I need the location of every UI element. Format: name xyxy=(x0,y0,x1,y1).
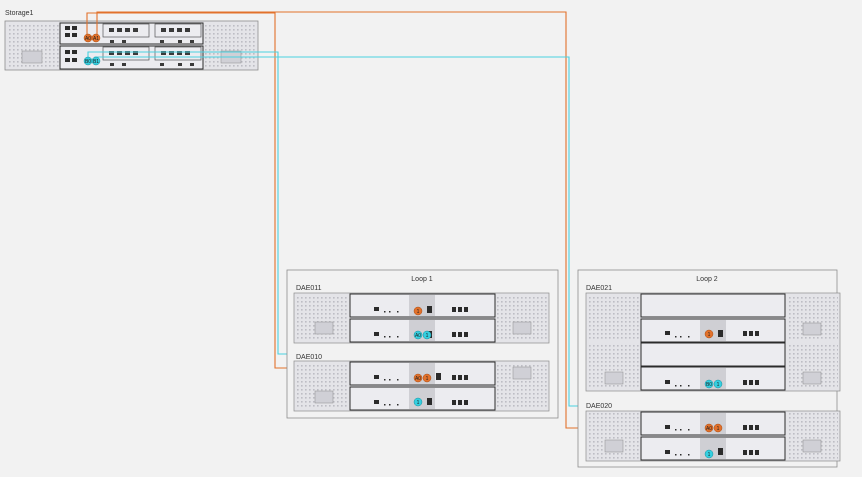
dae010-details xyxy=(374,373,468,406)
dae020-details xyxy=(665,425,759,456)
dae021-port-a1[interactable]: 1 xyxy=(704,329,714,339)
dae010-port-b1[interactable]: 1 xyxy=(413,397,423,407)
dae011-port-a1-label: 1 xyxy=(417,309,420,315)
dae021-psu-right-lower xyxy=(802,371,822,385)
dae020-label: DAE020 xyxy=(586,403,612,410)
storage-port-a1-label: A1 xyxy=(93,36,99,42)
dae020-psu-right xyxy=(802,439,822,453)
dae011-label: DAE011 xyxy=(296,285,322,292)
dae021-enclosure[interactable]: 1 B0 1 xyxy=(585,292,841,392)
dae020-port-b1[interactable]: 1 xyxy=(704,449,714,459)
storage-title: Storage1 xyxy=(5,10,34,17)
dae010-io-a xyxy=(409,363,435,384)
dae021-port-b1[interactable]: 1 xyxy=(713,379,723,389)
dae021-port-a1-label: 1 xyxy=(708,332,711,338)
dae010-port-a0[interactable]: A0 xyxy=(413,373,423,383)
dae020-port-a1[interactable]: 1 xyxy=(713,423,723,433)
dae021-port-b0[interactable]: B0 xyxy=(704,379,714,389)
dae020-port-a1-label: 1 xyxy=(717,426,720,432)
dae011-psu-right xyxy=(512,321,532,335)
storage-port-a1[interactable]: A1 xyxy=(91,33,101,43)
dae010-port-a1-label: 1 xyxy=(426,376,429,382)
dae011-port-b1[interactable]: 1 xyxy=(422,330,432,340)
dae010-port-b1-label: 1 xyxy=(417,400,420,406)
dae021-psu-left xyxy=(604,371,624,385)
dae020-port-a0[interactable]: A0 xyxy=(704,423,714,433)
storage-chassis[interactable] xyxy=(4,20,259,71)
dae021-vent-left-upper xyxy=(588,295,639,341)
dae020-io-a xyxy=(700,413,726,434)
dae011-psu-left xyxy=(314,321,334,335)
dae010-label: DAE010 xyxy=(296,354,322,361)
dae010-enclosure[interactable]: A0 1 1 xyxy=(293,360,550,412)
dae020-enclosure[interactable]: A0 1 1 xyxy=(585,410,841,462)
storage-psu-left xyxy=(21,50,43,64)
dae021-drive-row-2[interactable] xyxy=(640,342,786,367)
dae011-port-b0[interactable]: A0 xyxy=(413,330,423,340)
dae020-psu-left xyxy=(604,439,624,453)
dae021-psu-right xyxy=(802,322,822,336)
dae011-enclosure[interactable]: 1 A0 1 xyxy=(293,292,550,344)
dae021-drive-row-1[interactable] xyxy=(640,293,786,318)
dae010-psu-left xyxy=(314,390,334,404)
storage-port-b1-label: B1 xyxy=(93,59,99,65)
storage-port-b0[interactable]: B0 xyxy=(83,56,93,66)
dae020-port-b1-label: 1 xyxy=(708,452,711,458)
dae021-details xyxy=(665,330,759,387)
dae010-port-a1[interactable]: 1 xyxy=(422,373,432,383)
dae021-port-b0-label: B0 xyxy=(706,382,712,388)
dae011-port-b1-label: 1 xyxy=(426,333,429,339)
storage-port-b1[interactable]: B1 xyxy=(91,56,101,66)
loop-1-group: Loop 1 DAE011 DAE010 1 xyxy=(286,269,559,419)
storage-port-b0-label: B0 xyxy=(85,59,91,65)
loop-2-group: Loop 2 DAE021 DAE020 xyxy=(577,269,841,468)
storage-port-a0[interactable]: A0 xyxy=(83,33,93,43)
dae021-io-b xyxy=(700,368,726,389)
storage-port-a0-label: A0 xyxy=(85,36,91,42)
dae011-port-a1[interactable]: 1 xyxy=(413,306,423,316)
loop-2-title: Loop 2 xyxy=(696,276,718,283)
dae010-port-a0-label: A0 xyxy=(415,376,421,382)
dae010-psu-right xyxy=(512,366,532,380)
loop-1-title: Loop 1 xyxy=(411,276,433,283)
dae021-port-b1-label: 1 xyxy=(717,382,720,388)
dae011-port-b0-label: A0 xyxy=(415,333,421,339)
dae020-port-a0-label: A0 xyxy=(706,426,712,432)
storage-ethernet-ports xyxy=(65,26,77,62)
dae021-label: DAE021 xyxy=(586,285,612,292)
